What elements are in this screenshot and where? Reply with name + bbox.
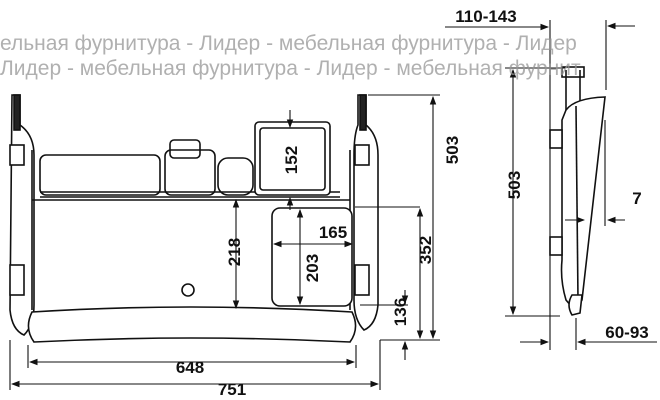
dim-648: 648 [176,358,204,377]
dim-503-side: 503 [505,171,524,199]
dim-152: 152 [282,146,301,174]
dim-60-93: 60-93 [605,323,648,342]
tray-middle [164,149,216,196]
mouse-pad [271,207,353,307]
dim-352: 352 [416,236,435,264]
side-profile [560,96,606,307]
tray-left [39,154,161,196]
watermark-line-2: Лидер - мебельная фурнитура - Лидер - ме… [0,57,581,80]
side-view [549,66,606,316]
dim-203: 203 [303,254,322,282]
dim-136: 136 [391,298,410,326]
dim-7: 7 [632,189,641,208]
watermark-line-1: ельная фурнитура - Лидер - мебельная фур… [0,32,577,55]
dim-165: 165 [319,223,347,242]
keyboard-tray [27,306,357,343]
front-view [9,94,379,343]
dim-218: 218 [225,238,244,266]
left-bracket [9,94,35,336]
front-dimension-lines [9,94,440,390]
dim-110-143: 110-143 [455,7,516,26]
tray-right [217,157,254,196]
dim-503-front: 503 [443,136,462,164]
side-dimension-lines [445,20,657,350]
dim-751: 751 [218,380,246,399]
